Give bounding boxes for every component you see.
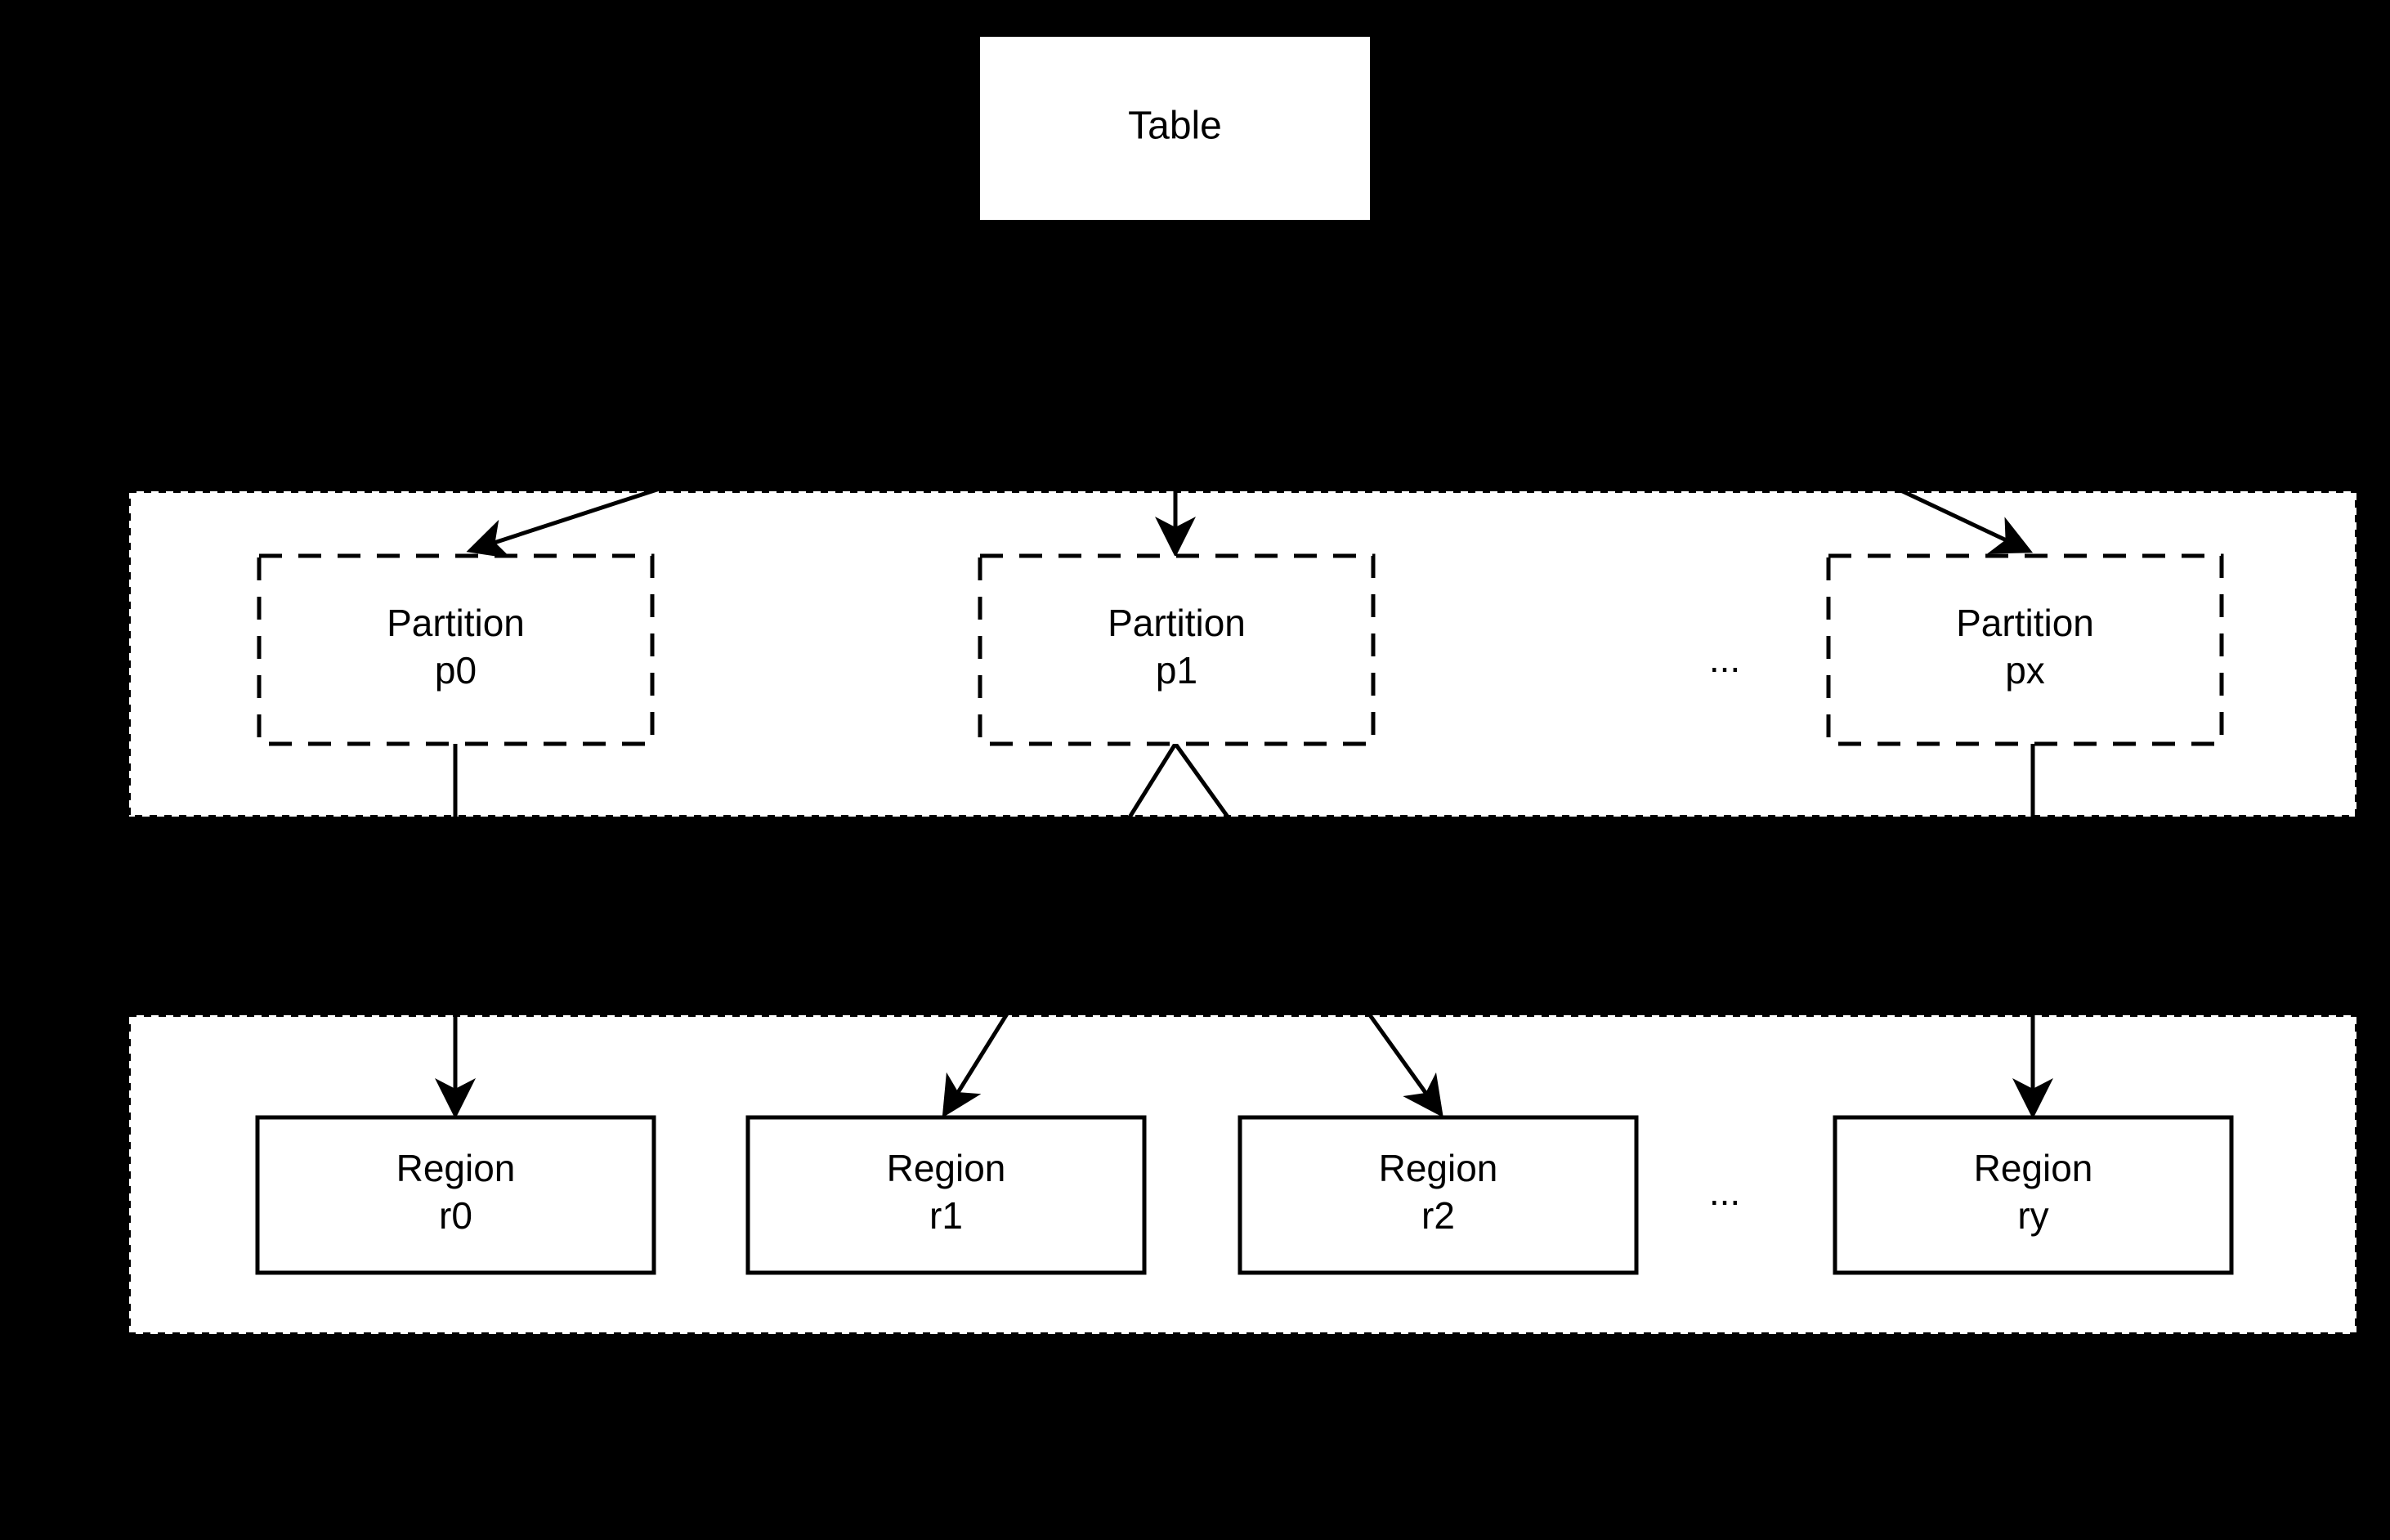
partition-node-px-label-line2: px: [2005, 649, 2045, 692]
region-node-ry[interactable]: Region ry: [1833, 1115, 2234, 1275]
region-node-r1-box: [745, 1115, 1147, 1275]
partition-ellipsis: ...: [1709, 638, 1740, 680]
edge-table-to-p0: [466, 382, 981, 559]
partition-node-px-label-line1: Partition: [1956, 602, 2094, 644]
region-node-r0-label-line1: Region: [396, 1147, 516, 1189]
edge-p1-to-r2: [1173, 742, 1443, 1118]
partition-node-p0[interactable]: Partition p0: [257, 553, 655, 746]
region-node-ry-label-line2: ry: [2017, 1194, 2048, 1237]
partition-node-p1[interactable]: Partition p1: [978, 553, 1376, 746]
table-node-label: Table: [1128, 105, 1222, 148]
partition-node-px[interactable]: Partition px: [1826, 553, 2224, 746]
region-node-r2[interactable]: Region r2: [1238, 1115, 1639, 1275]
edge-p1-to-r1: [942, 742, 1178, 1118]
region-node-r1-label-line2: r1: [929, 1194, 963, 1237]
partition-node-p0-label-line2: p0: [435, 649, 477, 692]
partition-node-layer: Partition p0 Partition p1 Partition px: [257, 553, 2224, 746]
region-node-r1[interactable]: Region r1: [745, 1115, 1147, 1275]
region-ellipsis: ...: [1709, 1171, 1740, 1213]
region-node-ry-box: [1833, 1115, 2234, 1275]
partition-node-p1-label-line1: Partition: [1108, 602, 1246, 644]
region-node-r2-label-line1: Region: [1379, 1147, 1498, 1189]
table-node[interactable]: [980, 37, 1370, 220]
partition-node-px-box: [1826, 553, 2224, 746]
region-node-ry-label-line1: Region: [1974, 1147, 2093, 1189]
region-node-r0-label-line2: r0: [439, 1194, 472, 1237]
region-node-r2-box: [1238, 1115, 1639, 1275]
edge-table-to-px: [1864, 472, 2034, 554]
partition-node-p1-box: [978, 553, 1376, 746]
region-node-r1-label-line1: Region: [887, 1147, 1006, 1189]
edge-layer: [435, 382, 2053, 1119]
partition-node-p1-label-line2: p1: [1156, 649, 1197, 692]
partition-node-p0-label-line1: Partition: [387, 602, 525, 644]
region-node-layer: Region r0 Region r1 Region r2 Region ry: [255, 1115, 2234, 1275]
partition-node-p0-box: [257, 553, 655, 746]
region-node-r0[interactable]: Region r0: [255, 1115, 656, 1275]
region-node-r2-label-line2: r2: [1421, 1194, 1455, 1237]
region-node-r0-box: [255, 1115, 656, 1275]
